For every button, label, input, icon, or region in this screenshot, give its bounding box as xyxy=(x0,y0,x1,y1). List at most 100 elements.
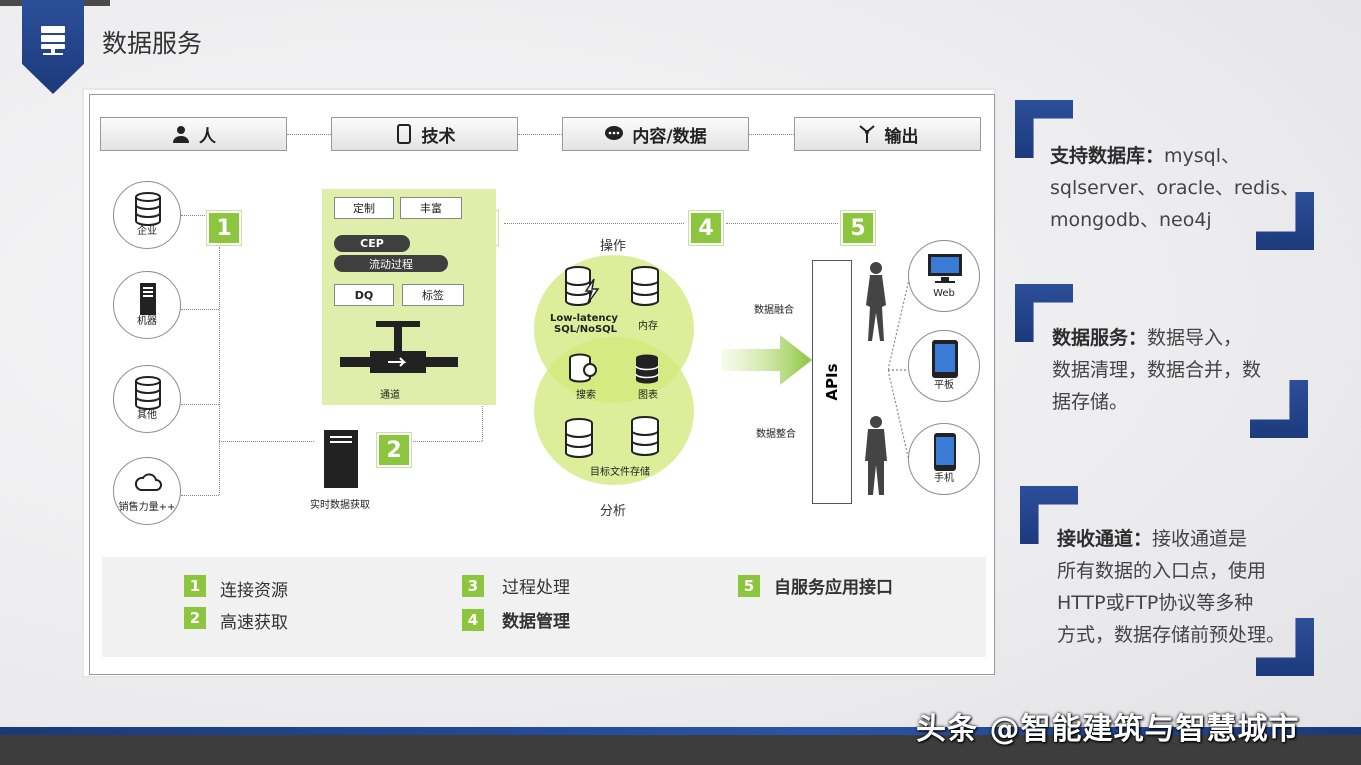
footer-bar xyxy=(0,735,1361,765)
section-badge xyxy=(22,0,84,94)
note-line: mongodb、neo4j xyxy=(1050,209,1212,231)
device-label: 手机 xyxy=(934,473,954,484)
header-label: 技术 xyxy=(421,126,456,147)
header-label: 人 xyxy=(199,126,216,147)
venn-search: 搜索 xyxy=(576,390,596,401)
process-cep: CEP xyxy=(334,235,410,252)
source-machine: 机器 xyxy=(113,271,181,339)
device-web: Web xyxy=(908,240,980,312)
process-flow: 流动过程 xyxy=(334,255,448,272)
device-tablet: 平板 xyxy=(908,330,980,402)
note-line: 所有数据的入口点，使用 xyxy=(1057,560,1267,582)
header-label: 输出 xyxy=(884,126,919,147)
diagram-panel: 人 技术 内容/数据 输出 企业 机器 其他 xyxy=(82,88,996,678)
device-phone: 手机 xyxy=(908,423,980,495)
venn-analysis xyxy=(534,337,694,485)
pipe-valve-icon xyxy=(340,321,458,373)
process-channel: 通道 xyxy=(380,390,400,401)
source-other: 其他 xyxy=(113,365,181,433)
note-label: 支持数据库： xyxy=(1050,145,1165,167)
database-search-icon xyxy=(569,353,597,383)
diagram-frame: 人 技术 内容/数据 输出 企业 机器 其他 xyxy=(89,94,995,675)
note-line: HTTP或FTP协议等多种 xyxy=(1057,592,1254,614)
header-label: 内容/数据 xyxy=(632,126,707,147)
phone-icon xyxy=(934,433,956,471)
header-output: 输出 xyxy=(794,117,981,151)
legend-text-4: 数据管理 xyxy=(502,612,570,632)
header-people: 人 xyxy=(100,117,287,151)
connector xyxy=(219,247,220,495)
note-channel: 接收通道：接收通道是 所有数据的入口点，使用 HTTP或FTP协议等多种 方式，… xyxy=(1057,523,1285,651)
connector xyxy=(396,441,482,442)
note-line: sqlserver、oracle、redis、 xyxy=(1050,177,1300,199)
legend-badge-4: 4 xyxy=(462,609,484,631)
woman-silhouette-icon xyxy=(866,262,886,341)
arrow-right-icon xyxy=(722,335,812,385)
source-enterprise: 企业 xyxy=(113,181,181,249)
source-label: 机器 xyxy=(137,316,157,327)
connector xyxy=(504,223,684,224)
note-line: mysql、 xyxy=(1164,145,1241,167)
legend-badge-5: 5 xyxy=(738,575,760,597)
legend-badge-1: 1 xyxy=(184,575,206,597)
footer-accent xyxy=(0,727,1361,735)
legend-text-1: 连接资源 xyxy=(220,581,288,601)
watermark: 头条 @智能建筑与智慧城市 xyxy=(916,712,1300,747)
legend-badge-2: 2 xyxy=(184,607,206,629)
step-badge-1: 1 xyxy=(207,211,241,245)
fusion-label: 数据融合 xyxy=(754,305,794,316)
note-line: 数据清理，数据合并，数 xyxy=(1052,359,1262,381)
venn-sqlnosql: SQL/NoSQL xyxy=(554,324,618,335)
venn-memory: 内存 xyxy=(638,321,658,332)
venn-lowlatency: Low-latency xyxy=(550,313,618,324)
database-icon xyxy=(631,416,659,457)
venn-graph: 图表 xyxy=(638,390,658,401)
legend-text-5: 自服务应用接口 xyxy=(774,578,893,598)
note-label: 数据服务： xyxy=(1052,327,1148,349)
slide-title: 数据服务 xyxy=(102,29,203,58)
server-tower-icon xyxy=(140,283,156,315)
connector xyxy=(181,215,219,216)
device-label: 平板 xyxy=(934,380,954,391)
step-badge-2: 2 xyxy=(377,433,411,467)
monitor-icon xyxy=(928,254,962,283)
process-custom: 定制 xyxy=(334,197,394,219)
step-badge-4: 4 xyxy=(689,211,723,245)
cloud-icon xyxy=(134,473,162,491)
note-label: 接收通道： xyxy=(1057,528,1153,550)
connector xyxy=(181,495,219,496)
database-icon xyxy=(565,418,593,459)
database-icon xyxy=(135,192,161,226)
source-salesforce: 销售力量++ xyxy=(113,457,181,525)
note-line: 接收通道是 xyxy=(1152,528,1248,550)
analysis-label: 分析 xyxy=(600,504,627,519)
connector xyxy=(749,134,794,135)
process-dq: DQ xyxy=(334,284,394,306)
antenna-icon xyxy=(858,125,875,143)
person-icon xyxy=(173,126,189,143)
device-label: Web xyxy=(933,288,955,299)
man-silhouette-icon xyxy=(865,416,887,495)
note-line: 方式，数据存储前预处理。 xyxy=(1057,624,1286,646)
realtime-label: 实时数据获取 xyxy=(310,500,370,511)
note-line: 据存储。 xyxy=(1052,391,1129,413)
connector xyxy=(181,404,219,405)
legend-badge-3: 3 xyxy=(462,575,484,597)
step-badge-5: 5 xyxy=(841,211,875,245)
apis-box: APIs xyxy=(812,260,852,504)
integration-label: 数据整合 xyxy=(756,429,796,440)
database-icon xyxy=(631,266,659,307)
legend-text-2: 高速获取 xyxy=(220,613,288,633)
database-icon xyxy=(635,354,659,384)
database-icon xyxy=(135,376,161,410)
header-content: 内容/数据 xyxy=(562,117,749,151)
process-tag: 标签 xyxy=(402,284,464,306)
tablet-icon xyxy=(932,340,958,378)
note-line: 数据导入， xyxy=(1147,327,1243,349)
process-rich: 丰富 xyxy=(400,197,462,219)
operation-label: 操作 xyxy=(600,239,627,254)
tablet-icon xyxy=(396,124,411,144)
server-tower-icon xyxy=(324,430,358,488)
server-icon xyxy=(41,26,65,55)
legend-text-3: 过程处理 xyxy=(502,578,570,598)
